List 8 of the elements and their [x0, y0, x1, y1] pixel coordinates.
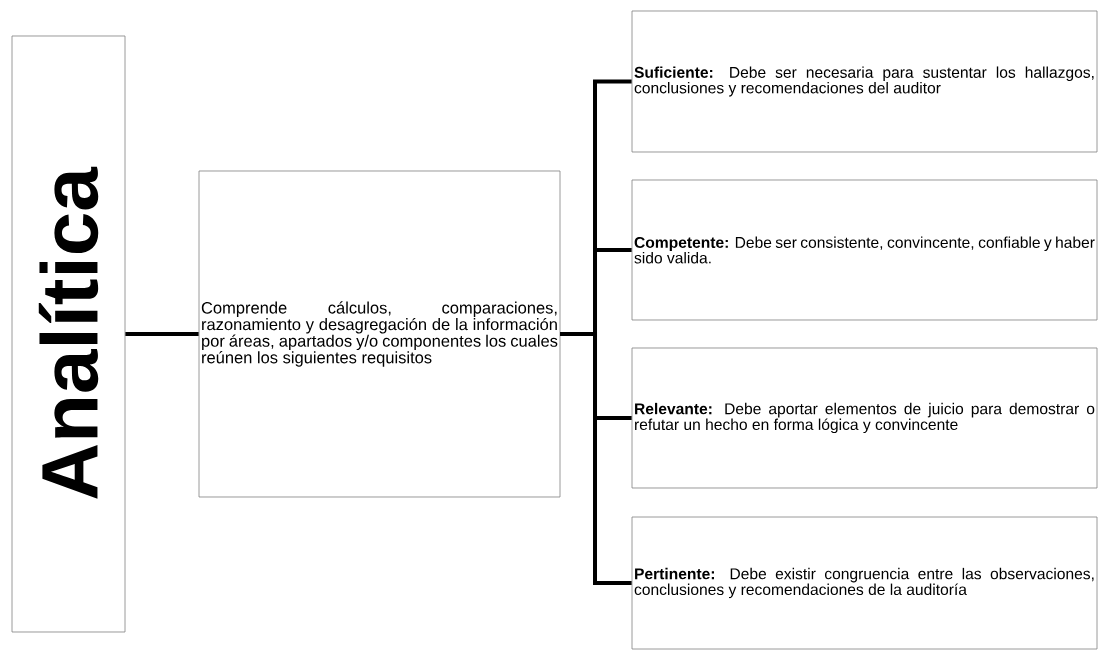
requirement-box: Relevante: Debe aportar elementos de juicio para demostrar o refutar un hecho en forma lógica y convincente	[631, 347, 1098, 489]
requirement-box: Pertinente: Debe existir congruencia entre las observaciones, conclusiones y recomendaciones de la auditoría	[631, 516, 1098, 650]
requirement-box: Suficiente: Debe ser necesaria para sustentar los hallazgos, conclusiones y recomendaciones del auditor	[631, 10, 1098, 153]
connector-line	[125, 332, 199, 336]
description-box: Comprende cálculos, comparaciones, razonamiento y desagregación de la información por áreas, apartados y/o componentes los cuales reúnen los siguientes requisitos	[198, 170, 561, 498]
connector-line	[560, 332, 632, 585]
title-box: Analítica	[11, 35, 126, 633]
requirement-box: Competente: Debe ser consistente, convincente, confiable y haber sido valida.	[631, 179, 1098, 321]
